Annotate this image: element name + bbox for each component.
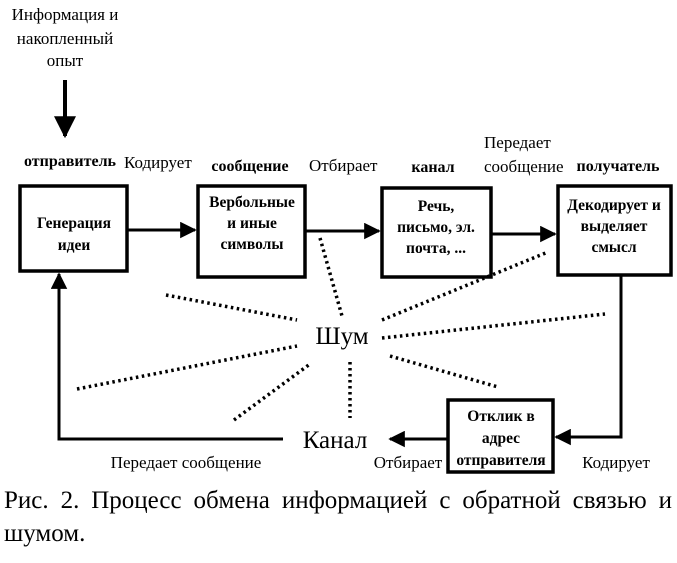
source-label-line1: Информация и <box>12 5 119 24</box>
box-idea-line2: идеи <box>58 237 91 254</box>
label-transmits-top-line2: сообщение <box>484 157 564 176</box>
header-message: сообщение <box>211 158 288 175</box>
communication-process-diagram: Информация и накопленный опыт отправител… <box>12 5 673 474</box>
source-label-line3: опыт <box>47 51 84 70</box>
arrow-decode-to-feedback <box>554 276 623 446</box>
box-feedback-line1: Отклик в <box>467 408 534 425</box>
label-selects-top: Отбирает <box>309 156 378 175</box>
noise-line-to-feedback <box>389 354 499 389</box>
box-symbols-line2: и иные <box>227 215 277 232</box>
source-label-line2: накопленный <box>17 29 113 48</box>
noise-label: Шум <box>315 323 368 350</box>
box-media-line2: письмо, эл. <box>397 219 475 236</box>
box-feedback <box>446 398 555 474</box>
header-channel: канал <box>411 159 454 176</box>
box-decode <box>556 184 673 277</box>
box-symbols-line1: Вербольные <box>209 194 295 211</box>
box-decode-line3: смысл <box>591 239 636 256</box>
channel-label: Канал <box>303 427 368 454</box>
figure-caption: Рис. 2. Процесс обмена информацией с обр… <box>4 487 672 547</box>
noise-line-to-channel-left <box>232 362 312 422</box>
label-encodes-top: Кодирует <box>124 153 192 172</box>
box-decode-line1: Декодирует и <box>567 197 661 214</box>
header-receiver: получатель <box>577 158 661 175</box>
noise-line-to-sender-top <box>165 293 298 322</box>
label-encodes-bottom: Кодирует <box>582 453 650 472</box>
header-sender: отправитель <box>24 153 117 170</box>
noise-line-to-right-top <box>381 312 606 340</box>
noise-lines <box>76 237 606 422</box>
box-media <box>380 186 493 279</box>
box-feedback-line3: отправителя <box>456 452 545 469</box>
label-selects-bottom: Отбирает <box>374 453 443 472</box>
box-media-line3: почта, ... <box>406 240 466 257</box>
label-transmits-bottom: Передает сообщение <box>111 453 262 472</box>
noise-line-to-left <box>76 344 298 391</box>
label-transmits-top-line1: Передает <box>484 133 551 152</box>
box-symbols-line3: символы <box>221 236 284 253</box>
box-media-line1: Речь, <box>418 198 455 215</box>
box-decode-line2: выделяет <box>581 218 648 235</box>
box-idea-line1: Генерация <box>37 215 111 232</box>
box-feedback-line2: адрес <box>482 430 520 447</box>
box-symbols <box>196 184 307 279</box>
box-idea-generation <box>18 184 129 273</box>
arrow-channel-to-idea <box>50 272 283 441</box>
noise-line-to-symbols <box>318 237 344 317</box>
